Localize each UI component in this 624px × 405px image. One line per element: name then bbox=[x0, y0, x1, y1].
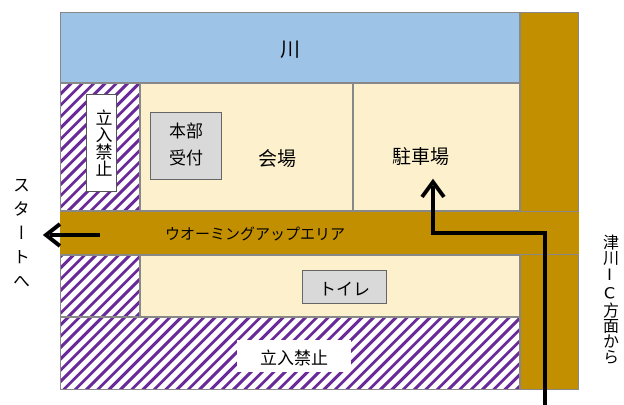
no-entry-label-left: 立入禁止 bbox=[86, 94, 117, 192]
road-vertical bbox=[520, 12, 579, 390]
no-entry-area-bottom: 立入禁止 bbox=[60, 317, 520, 390]
river: 川 bbox=[60, 12, 520, 83]
venue-label: 会場 bbox=[258, 148, 297, 170]
venue-area: 本部 受付 会場 bbox=[140, 83, 353, 211]
no-entry-area-left: 立入禁止 bbox=[60, 83, 140, 211]
river-label: 川 bbox=[280, 37, 300, 61]
no-entry-area-bottom-left bbox=[60, 255, 140, 317]
honbu-label: 本部 bbox=[169, 122, 203, 142]
toilet-label: トイレ bbox=[319, 279, 370, 300]
reception-label: 受付 bbox=[169, 149, 203, 169]
toilet-box: トイレ bbox=[302, 270, 387, 304]
arrow-from-ic bbox=[420, 178, 547, 405]
to-start-label: スタートへ bbox=[9, 176, 29, 296]
no-entry-label-bottom: 立入禁止 bbox=[237, 340, 351, 372]
warmup-label: ウオーミングアップエリア bbox=[165, 224, 346, 243]
honbu-reception-box: 本部 受付 bbox=[150, 112, 222, 180]
parking-label: 駐車場 bbox=[392, 146, 450, 168]
toilet-area: トイレ bbox=[140, 255, 520, 317]
from-ic-label: 津川IC方面から bbox=[600, 234, 619, 364]
arrow-to-start bbox=[42, 222, 100, 248]
